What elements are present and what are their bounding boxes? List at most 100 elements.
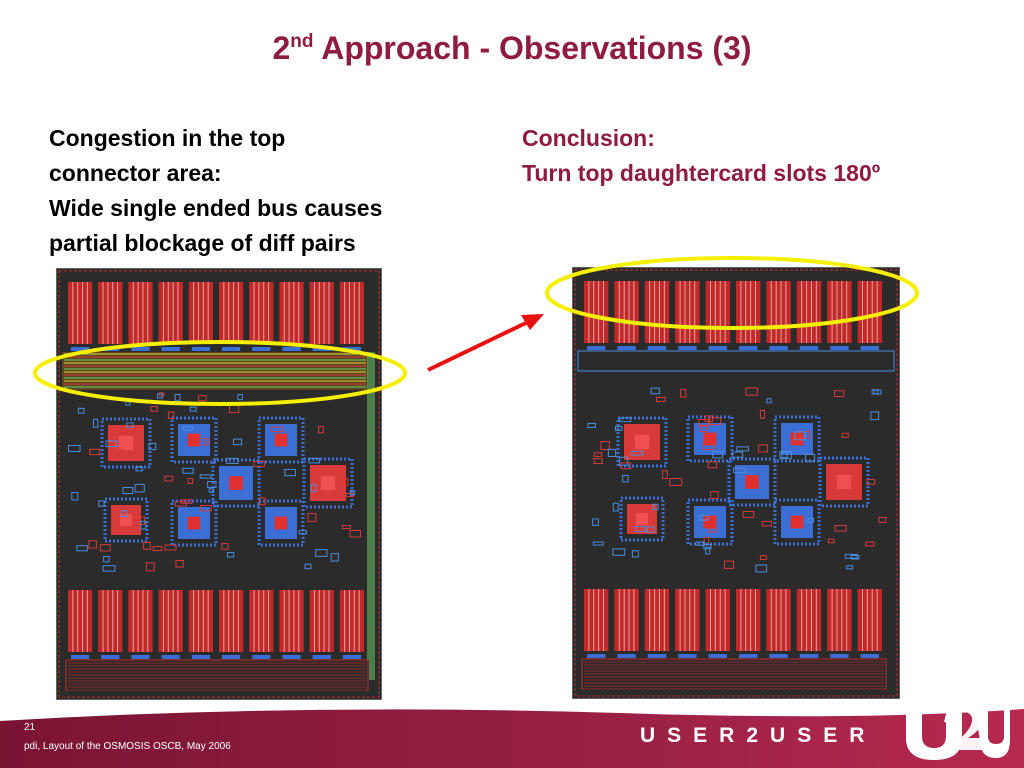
pcb-component	[707, 461, 718, 469]
connector-pad	[131, 655, 150, 659]
connector-slot	[766, 281, 791, 343]
pcb-component	[612, 548, 626, 556]
observation-line: Congestion in the top	[49, 125, 286, 151]
connector-slot	[736, 589, 761, 651]
pcb-component	[182, 426, 194, 431]
pcb-component	[76, 545, 88, 552]
pcb-component	[656, 396, 666, 402]
pcb-component	[736, 446, 749, 452]
connector-pad	[647, 654, 667, 658]
chip-pins	[211, 458, 261, 508]
pcb-component	[152, 545, 163, 552]
connector-pad	[830, 346, 849, 350]
observation-text: Congestion in the top connector area: Wi…	[49, 121, 469, 261]
pcb-component	[622, 474, 629, 483]
connector-slot	[614, 281, 639, 343]
connector-slot	[705, 281, 730, 343]
u2u-logo-icon	[906, 700, 1010, 760]
connector-pad	[222, 655, 241, 659]
user2user-logo-text: USER2USER	[640, 724, 877, 747]
connector-pad	[647, 346, 667, 350]
connector-pad	[799, 654, 819, 658]
chip-pins	[103, 497, 149, 543]
pcb-component	[698, 515, 709, 521]
pcb-component	[71, 491, 79, 501]
connector-slot	[796, 281, 822, 343]
pcb-component	[758, 444, 768, 453]
pcb-component	[226, 552, 235, 558]
pcb-component	[781, 452, 788, 459]
connector-slot	[188, 282, 213, 344]
connector-slot	[279, 590, 304, 652]
pcb-component	[108, 453, 119, 460]
connector-pad	[191, 655, 210, 659]
highlight-ellipse-right	[545, 256, 919, 330]
connector-pad	[860, 654, 879, 658]
pcb-component	[315, 549, 328, 557]
connector-pad	[252, 655, 271, 659]
pcb-component	[221, 542, 229, 550]
pcb-component	[755, 564, 768, 573]
pcb-component	[107, 433, 118, 440]
chip-core	[187, 516, 201, 530]
chip-core	[118, 435, 134, 451]
connector-pad	[830, 654, 849, 658]
pcb-component	[794, 431, 806, 441]
pcb-layout-right	[572, 267, 900, 699]
pcb-component	[759, 410, 766, 419]
pcb-component	[695, 541, 705, 546]
connector-pad	[617, 346, 636, 350]
connector-slot	[644, 589, 670, 651]
pcb-component	[870, 411, 880, 421]
connector-pad	[587, 346, 606, 350]
pcb-component	[866, 478, 876, 485]
connector-slot	[98, 590, 123, 652]
connector-pad	[708, 654, 727, 658]
pcb-component	[349, 529, 361, 538]
pcb-component	[705, 546, 711, 555]
pcb-component	[187, 478, 194, 484]
connector-pad	[191, 347, 210, 351]
connector-pad	[678, 346, 697, 350]
pcb-component	[600, 441, 610, 451]
connector-pad	[282, 347, 301, 351]
chip-pins	[257, 499, 305, 547]
connector-slot	[796, 589, 822, 651]
chip-core	[634, 434, 650, 450]
pcb-component	[317, 426, 324, 434]
pcb-component	[89, 448, 100, 456]
connector-slot	[68, 282, 93, 344]
pcb-component	[844, 553, 858, 559]
chip-core	[790, 515, 804, 529]
pcb-component	[766, 398, 772, 404]
chip-core	[274, 516, 288, 530]
pcb-component	[118, 448, 125, 457]
connector-slot	[675, 281, 700, 343]
logo-year: 2006	[958, 683, 989, 694]
pcb-component	[330, 553, 339, 562]
pcb-component	[189, 406, 197, 412]
pcb-component	[237, 394, 243, 401]
pcb-component	[207, 480, 217, 489]
pcb-component	[724, 560, 735, 569]
connector-slot	[705, 589, 730, 651]
pcb-component	[167, 411, 175, 420]
connector-slot	[675, 589, 700, 651]
pcb-component	[98, 500, 105, 507]
pcb-component	[742, 511, 755, 518]
pcb-component	[878, 516, 887, 523]
pcb-component	[698, 419, 711, 426]
connector-slot	[584, 589, 609, 651]
connector-slot	[857, 589, 882, 651]
chip-core	[703, 432, 717, 446]
pcb-component	[587, 422, 596, 428]
pcb-component	[135, 466, 143, 472]
pcb-component	[619, 456, 629, 466]
pcb-component	[619, 417, 632, 423]
board-edge-trace	[58, 270, 380, 698]
pcb-component	[631, 450, 644, 456]
pcb-component	[626, 439, 636, 447]
pcb-component	[157, 393, 163, 399]
connector-slot	[827, 589, 852, 651]
